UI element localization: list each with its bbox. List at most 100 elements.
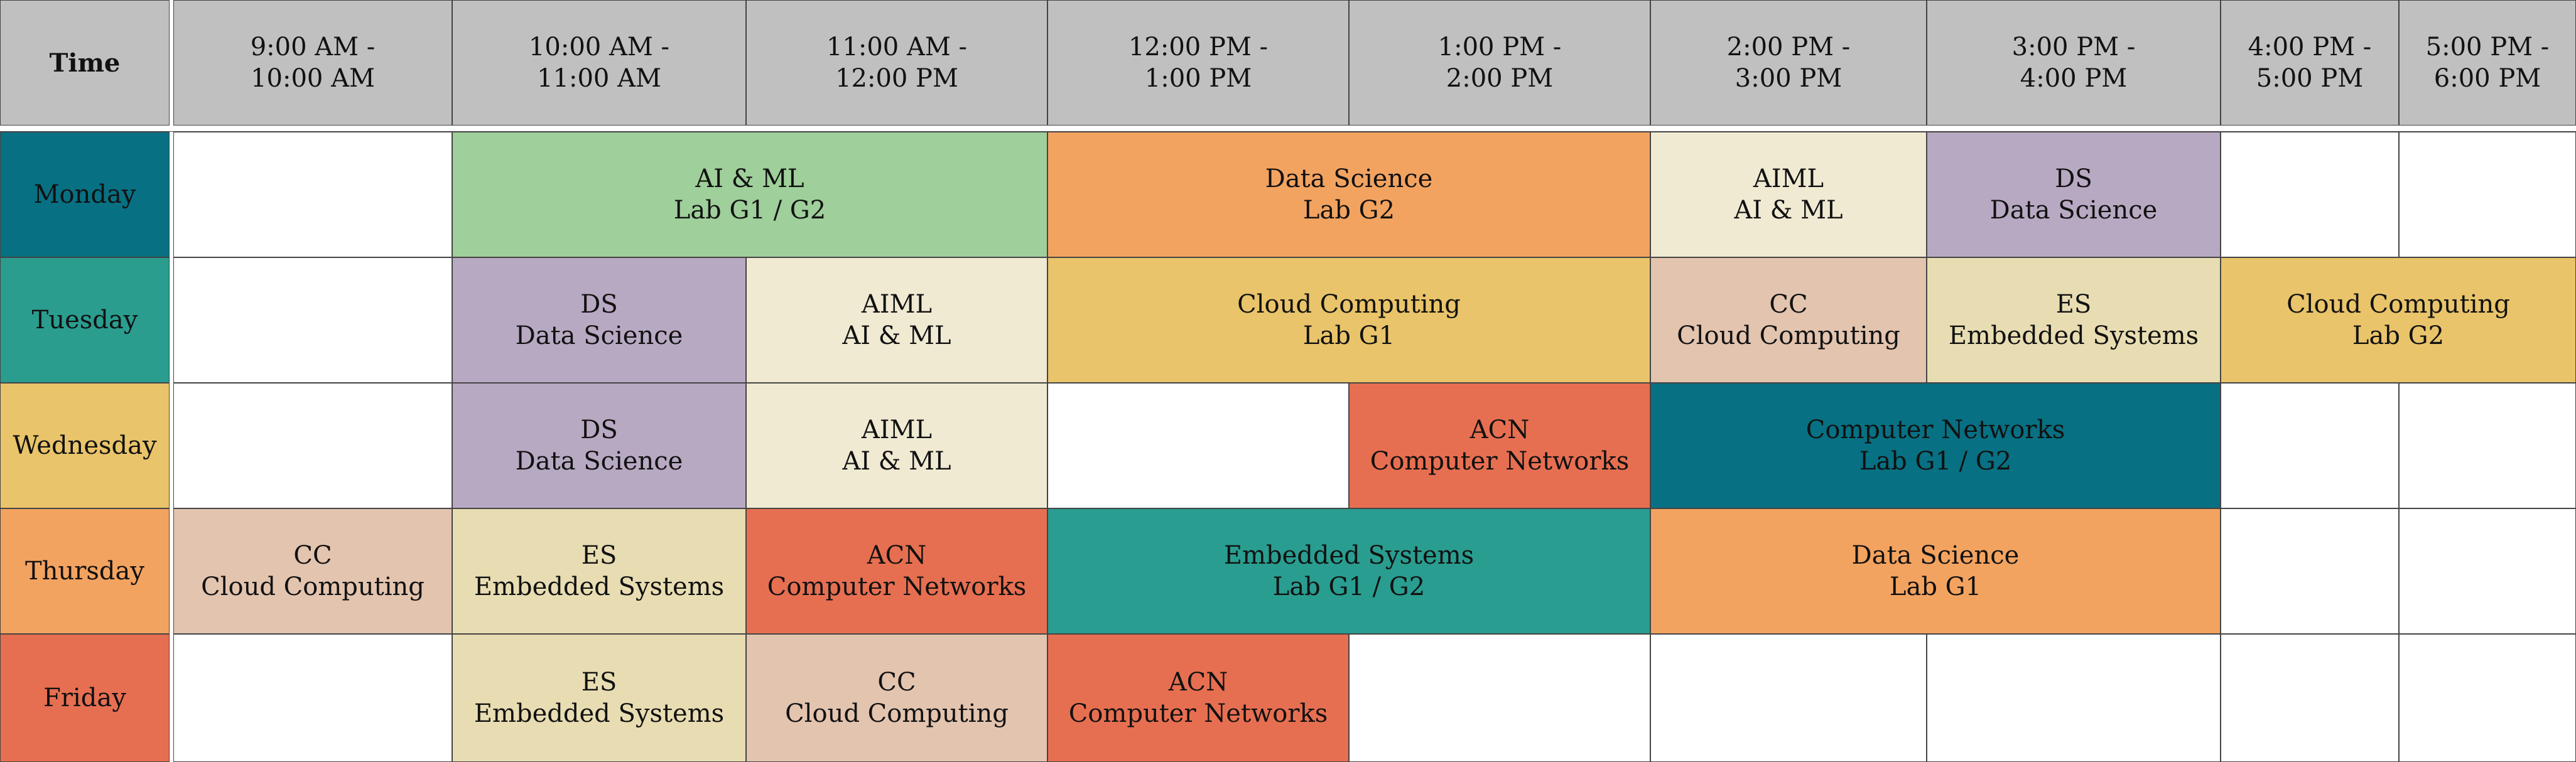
- time-slot-label: 11:00 AM -12:00 PM: [826, 31, 967, 94]
- empty-slot-friday-7: [1927, 634, 2221, 762]
- time-slot-label: 12:00 PM -1:00 PM: [1128, 31, 1268, 94]
- class-line-2: Lab G1: [1889, 572, 1982, 601]
- class-line-1: ACN: [1168, 668, 1228, 697]
- class-label: AIML AI & ML: [842, 414, 951, 477]
- time-slot-line-1: 11:00 AM -: [826, 33, 968, 62]
- time-slot-label: 2:00 PM -3:00 PM: [1727, 31, 1851, 94]
- time-slot-line-1: 2:00 PM -: [1726, 33, 1851, 62]
- time-slot-line-1: 12:00 PM -: [1128, 33, 1269, 62]
- time-slot-line-1: 1:00 PM -: [1437, 33, 1562, 62]
- time-header-4: 12:00 PM -1:00 PM: [1047, 0, 1349, 126]
- time-slot-line-1: 10:00 AM -: [528, 33, 670, 62]
- time-header-2: 10:00 AM -11:00 AM: [452, 0, 746, 126]
- day-label-monday: Monday: [0, 132, 170, 257]
- class-line-2: Embedded Systems: [474, 699, 725, 728]
- time-slot-label: 4:00 PM -5:00 PM: [2248, 31, 2372, 94]
- empty-slot-friday-5: [1349, 634, 1650, 762]
- class-line-1: CC: [1769, 290, 1808, 319]
- time-slot-label: 10:00 AM -11:00 AM: [529, 31, 669, 94]
- class-line-1: AIML: [861, 416, 933, 444]
- empty-slot-thursday-7: [2399, 508, 2576, 634]
- class-line-2: Data Science: [515, 321, 683, 350]
- time-slot-line-1: 5:00 PM -: [2425, 33, 2550, 62]
- time-slot-line-2: 11:00 AM: [537, 64, 661, 93]
- empty-slot-wednesday-1: [173, 383, 452, 508]
- class-line-2: Cloud Computing: [785, 699, 1009, 728]
- time-header-3: 11:00 AM -12:00 PM: [746, 0, 1047, 126]
- time-slot-line-2: 1:00 PM: [1144, 64, 1252, 93]
- class-line-1: DS: [580, 416, 618, 444]
- time-slot-line-1: 9:00 AM -: [250, 33, 376, 62]
- class-line-2: Cloud Computing: [201, 572, 425, 601]
- class-line-2: AI & ML: [842, 447, 951, 476]
- day-name: Tuesday: [31, 306, 138, 335]
- time-slot-line-2: 2:00 PM: [1446, 64, 1554, 93]
- day-label-wednesday: Wednesday: [0, 383, 170, 508]
- class-line-1: ACN: [1469, 416, 1530, 444]
- empty-slot-monday-1: [173, 132, 452, 257]
- class-line-2: Lab G1 / G2: [673, 196, 826, 225]
- class-line-2: Embedded Systems: [474, 572, 725, 601]
- class-block-wednesday-3: AIML AI & ML: [746, 383, 1047, 508]
- class-line-2: AI & ML: [842, 321, 951, 350]
- class-line-1: CC: [877, 668, 916, 697]
- class-line-1: ES: [581, 668, 617, 697]
- time-slot-label: 9:00 AM -10:00 AM: [251, 31, 376, 94]
- empty-slot-wednesday-8: [2399, 383, 2576, 508]
- class-line-1: ACN: [867, 541, 927, 570]
- empty-slot-thursday-6: [2221, 508, 2399, 634]
- empty-slot-wednesday-4: [1047, 383, 1349, 508]
- class-line-2: Lab G2: [2352, 321, 2445, 350]
- class-line-2: Lab G1 / G2: [1272, 572, 1426, 601]
- time-corner-label: Time: [49, 48, 121, 78]
- day-label-thursday: Thursday: [0, 508, 170, 634]
- class-line-2: Data Science: [515, 447, 683, 476]
- header-separator: [0, 126, 2576, 132]
- empty-slot-friday-1: [173, 634, 452, 762]
- class-line-1: ES: [2055, 290, 2092, 319]
- time-slot-line-2: 12:00 PM: [835, 64, 958, 93]
- class-line-1: Cloud Computing: [2286, 290, 2510, 319]
- time-header-7: 3:00 PM -4:00 PM: [1927, 0, 2221, 126]
- time-header-5: 1:00 PM -2:00 PM: [1349, 0, 1650, 126]
- empty-slot-friday-8: [2221, 634, 2399, 762]
- day-label-friday: Friday: [0, 634, 170, 762]
- class-line-1: CC: [293, 541, 332, 570]
- class-line-1: Data Science: [1265, 164, 1433, 193]
- empty-slot-wednesday-7: [2221, 383, 2399, 508]
- class-line-2: Computer Networks: [1068, 699, 1328, 728]
- time-header-9: 5:00 PM -6:00 PM: [2399, 0, 2576, 126]
- day-name: Friday: [43, 684, 126, 712]
- time-slot-line-2: 3:00 PM: [1734, 64, 1843, 93]
- time-slot-line-2: 5:00 PM: [2256, 64, 2364, 93]
- class-line-1: DS: [580, 290, 618, 319]
- time-slot-label: 5:00 PM -6:00 PM: [2426, 31, 2550, 94]
- class-line-1: Computer Networks: [1805, 416, 2065, 444]
- class-line-1: DS: [2055, 164, 2092, 193]
- class-line-1: Data Science: [1851, 541, 2020, 570]
- time-header-6: 2:00 PM -3:00 PM: [1650, 0, 1927, 126]
